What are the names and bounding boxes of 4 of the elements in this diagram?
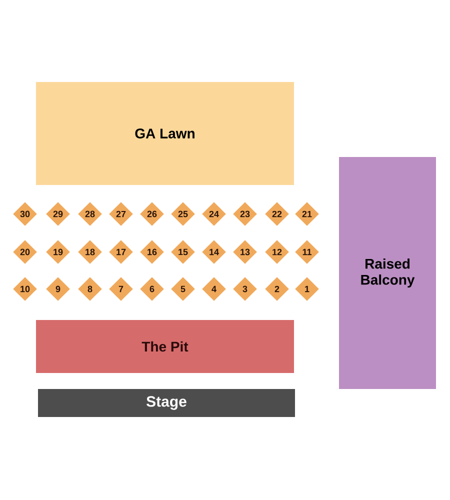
- stage-block: Stage: [38, 389, 295, 417]
- lawn-section: GA Lawn: [36, 82, 294, 185]
- balcony-section: Raised Balcony: [339, 157, 436, 389]
- pit-section: The Pit: [36, 320, 294, 373]
